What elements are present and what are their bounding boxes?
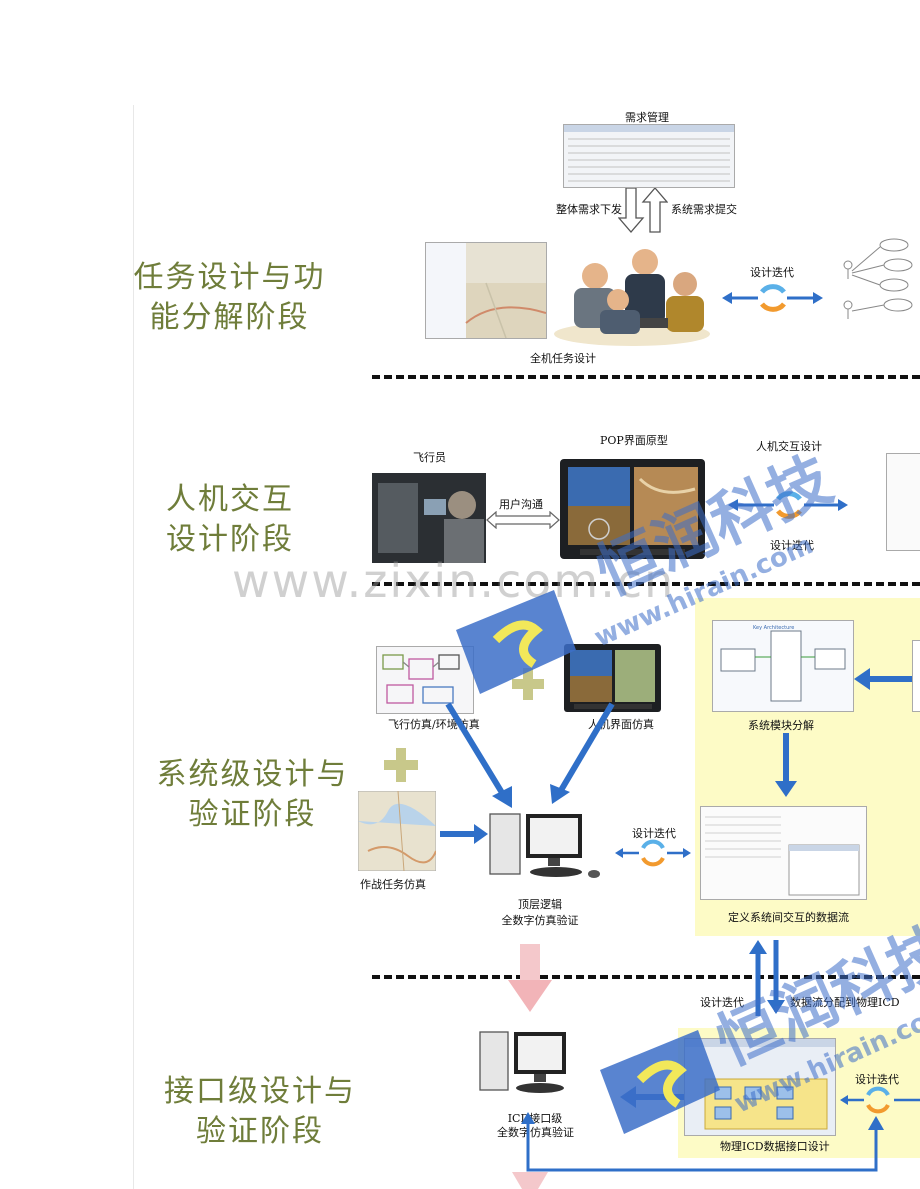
caption-icd-level-1: ICD接口级: [507, 1112, 563, 1125]
caption-physical-icd: 物理ICD数据接口设计: [720, 1140, 830, 1153]
left-to-computer-arrow: [440, 824, 488, 844]
converge-arrows: [445, 702, 615, 808]
dataflow-screenshot: [700, 806, 867, 900]
stage-title-interface-line1: 接口级设计与: [164, 1074, 356, 1109]
computer-icon-icd: [479, 1031, 566, 1093]
stage-title-mission: 任务设计与功 能分解阶段: [132, 258, 327, 338]
caption-design-iter-5: 设计迭代: [855, 1073, 899, 1086]
design-iteration-cycle-icon-2: [728, 491, 848, 519]
physical-icd-diagram: [685, 1039, 835, 1130]
stage-title-system-line1: 系统级设计与: [156, 757, 349, 792]
brand-logo-1: [456, 590, 576, 694]
user-communication-arrow: [486, 511, 560, 529]
plus-icon-2: [384, 748, 418, 782]
stage-title-interface-line2: 验证阶段: [196, 1114, 324, 1149]
caption-requirements-mgmt: 需求管理: [625, 111, 669, 124]
feedback-loop-arrow: [521, 1112, 884, 1172]
caption-define-dataflow: 定义系统间交互的数据流: [728, 911, 849, 924]
flight-sim-screenshot: [376, 646, 474, 714]
caption-pilot: 飞行员: [413, 451, 446, 464]
arrow-module-to-dataflow: [775, 733, 797, 797]
mission-map-image: [426, 243, 546, 338]
caption-pop-prototype: POP界面原型: [600, 434, 668, 447]
right-edge-panel: [912, 640, 920, 712]
caption-design-iter-4: 设计迭代: [700, 996, 744, 1009]
stage-title-hmi: 人机交互 设计阶段: [150, 480, 310, 560]
use-case-diagram: [843, 238, 913, 319]
stage-title-system: 系统级设计与 验证阶段: [150, 755, 355, 835]
caption-design-iter-3: 设计迭代: [632, 827, 676, 840]
caption-user-comm: 用户沟通: [499, 498, 543, 511]
design-iteration-cycle-icon-5: [840, 1086, 920, 1114]
physical-icd-screenshot: [684, 1038, 836, 1136]
team-meeting-image: [554, 249, 710, 346]
system-module-screenshot: Key Architecture: [712, 620, 854, 712]
flight-sim-diagram: [382, 654, 460, 704]
requirements-flow-arrows: [618, 188, 668, 233]
caption-combat-sim: 作战任务仿真: [360, 878, 426, 891]
separator-1: [372, 375, 920, 379]
system-module-diagram: Key Architecture: [720, 625, 846, 702]
caption-system-module: 系统模块分解: [748, 719, 814, 732]
mission-map-screenshot: [425, 242, 547, 339]
design-iteration-cycle-icon-1: [722, 284, 823, 312]
caption-overall-req-down: 整体需求下发: [556, 203, 622, 216]
pop-display-screenshot: [560, 459, 705, 559]
vertical-arrows-dataflow-icd: [749, 940, 785, 1016]
dataflow-table-lines: [705, 816, 860, 896]
stage-title-hmi-line1: 人机交互: [166, 482, 294, 517]
design-iteration-cycle-icon-3: [615, 839, 691, 867]
pink-down-arrow-2: [512, 1172, 548, 1189]
caption-data-alloc: 数据流分配到物理ICD: [790, 996, 900, 1009]
caption-design-iter-2: 设计迭代: [770, 539, 814, 552]
left-border-line: [133, 105, 134, 1189]
combat-map-screenshot: [358, 791, 436, 871]
computer-icon-top-logic: [489, 813, 600, 878]
stage-title-system-line2: 验证阶段: [188, 797, 317, 832]
plus-icon-1: [512, 668, 544, 700]
svg-text:Key Architecture: Key Architecture: [753, 625, 794, 631]
stage-title-mission-line1: 任务设计与功: [133, 260, 326, 295]
brand-logo-2: [600, 1030, 720, 1134]
stage-title-interface: 接口级设计与 验证阶段: [155, 1072, 365, 1152]
hmi-sim-screenshot: [564, 644, 661, 712]
hmi-design-screenshot: [886, 453, 920, 551]
caption-top-logic-2: 全数字仿真验证: [501, 914, 579, 927]
pilot-cockpit-photo: [372, 473, 486, 563]
caption-top-logic-1: 顶层逻辑: [518, 898, 562, 911]
stage-title-mission-line2: 能分解阶段: [149, 300, 310, 335]
caption-design-iter-1: 设计迭代: [750, 266, 794, 279]
caption-system-req-submit: 系统需求提交: [671, 203, 737, 216]
caption-icd-level-2: 全数字仿真验证: [497, 1126, 574, 1139]
requirements-table-lines: [564, 125, 734, 182]
separator-2: [372, 582, 920, 586]
requirements-screenshot: [563, 124, 735, 188]
site-watermark: www.zixin.com.cn: [232, 554, 676, 608]
separator-3: [372, 975, 920, 979]
pink-down-arrow-1: [508, 944, 552, 1012]
stage-title-hmi-line2: 设计阶段: [166, 522, 294, 557]
caption-hmi-design: 人机交互设计: [756, 440, 822, 453]
caption-full-mission-design: 全机任务设计: [530, 352, 596, 365]
arrow-into-system-module: [854, 668, 920, 690]
